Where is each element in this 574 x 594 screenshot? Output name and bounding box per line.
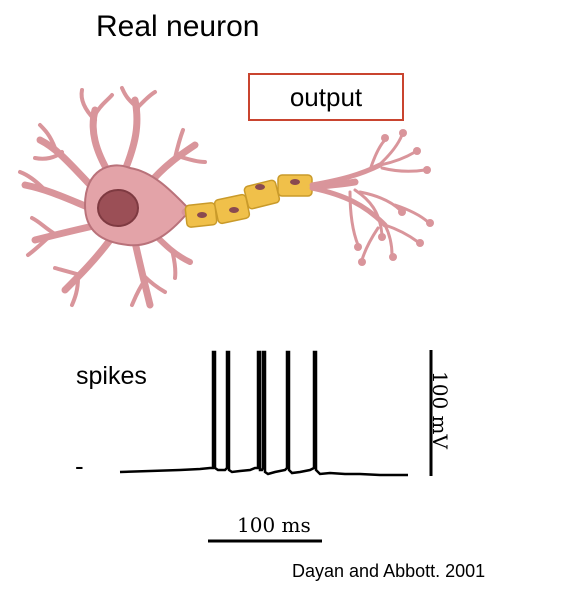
myelin-nucleus xyxy=(197,212,207,218)
myelin-nucleus xyxy=(290,179,300,185)
time-scale-label: 100 ms xyxy=(237,513,311,537)
myelin-segment xyxy=(277,174,313,197)
nucleus xyxy=(97,189,139,227)
spike-trace xyxy=(119,350,408,477)
myelin-nucleus xyxy=(229,207,239,213)
voltage-scale-label: 100 mV xyxy=(428,371,452,449)
title: Real neuron xyxy=(96,10,260,43)
myelin-nucleus xyxy=(255,184,265,190)
myelin-segment xyxy=(243,179,281,210)
axon-terminals xyxy=(309,133,430,262)
output-label: output xyxy=(289,81,363,112)
terminal-boutons xyxy=(354,129,434,266)
spikes-label: spikes xyxy=(76,362,147,390)
output-label-box: output xyxy=(248,73,404,121)
myelin-sheath xyxy=(184,174,313,228)
citation: Dayan and Abbott. 2001 xyxy=(292,561,486,581)
baseline-marker: - xyxy=(75,451,84,481)
